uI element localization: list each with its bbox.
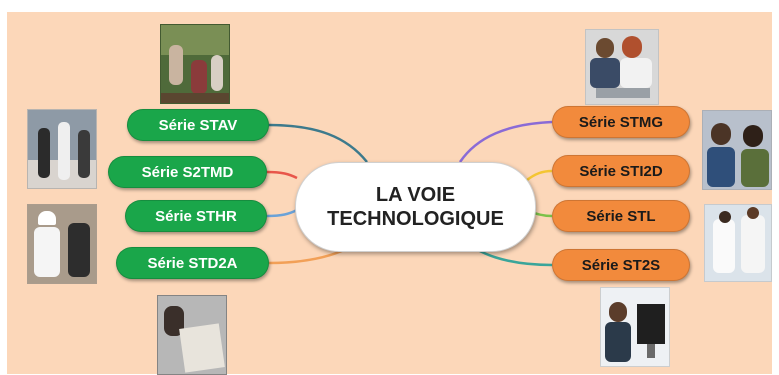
link-sthr [266,208,298,218]
serie-stav-button[interactable]: Série STAV [127,109,269,141]
link-stmg [458,120,553,163]
photo-sthr-chefs [27,204,97,284]
photo-std2a-designer [157,295,227,375]
link-s2tmd [266,170,298,180]
serie-stmg-button[interactable]: Série STMG [552,106,690,138]
serie-sthr-button[interactable]: Série STHR [125,200,267,232]
photo-stl-lab [704,204,772,282]
link-sti2d [526,169,553,182]
serie-std2a-button[interactable]: Série STD2A [116,247,269,279]
mind-map-canvas: Série STAV Série S2TMD Série STHR Série … [7,12,772,375]
serie-st2s-button[interactable]: Série ST2S [552,249,690,281]
serie-stl-button[interactable]: Série STL [552,200,690,232]
central-topic-line2: TECHNOLOGIQUE [327,208,504,230]
serie-sti2d-button[interactable]: Série STI2D [552,155,690,187]
link-stav [268,123,368,163]
photo-s2tmd-dancers [27,109,97,189]
photo-st2s-computer [600,287,670,367]
serie-s2tmd-button[interactable]: Série S2TMD [108,156,267,188]
photo-stmg-students [585,29,659,105]
photo-sti2d-students [702,110,772,190]
photo-stav-fieldwork [160,24,230,104]
central-topic: LA VOIE TECHNOLOGIQUE [295,162,536,252]
central-topic-line1: LA VOIE [375,184,456,206]
